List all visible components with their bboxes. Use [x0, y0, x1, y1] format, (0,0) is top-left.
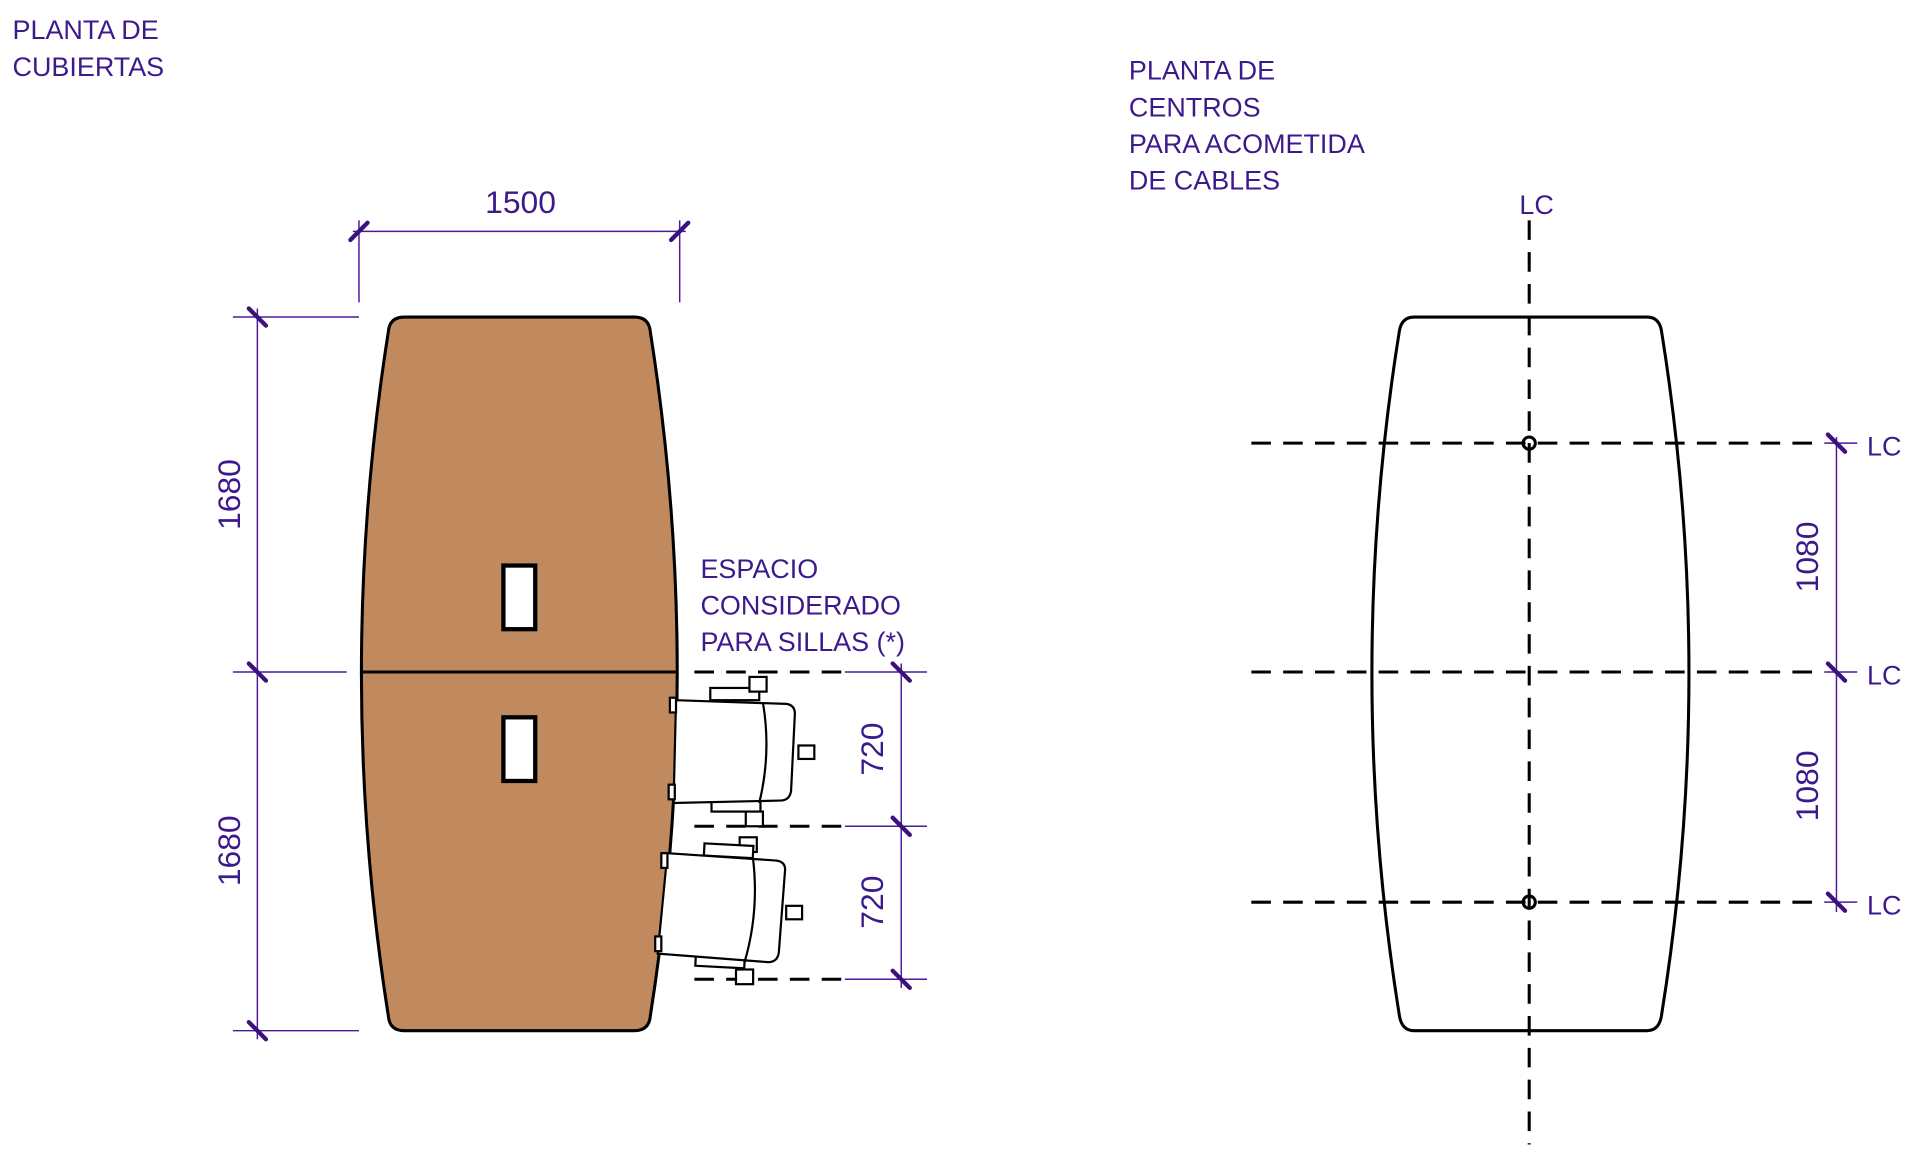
spacing-dimension: 1080 1080 [1789, 432, 1858, 913]
lower-length-dim-text: 1680 [211, 815, 247, 886]
right-title-line1: PLANTA DE [1129, 56, 1275, 86]
cable-center-mark-upper [1521, 435, 1537, 451]
width-dimension: 1500 [348, 184, 691, 303]
length-dimension: 1680 1680 [211, 306, 359, 1042]
centerline-label-middle: LC [1867, 660, 1901, 690]
centerlines [1251, 220, 1825, 1145]
chair-space-dim-1-text: 720 [854, 723, 890, 776]
chair-note-line1: ESPACIO [700, 554, 818, 584]
chair-space-dim-2-text: 720 [854, 876, 890, 929]
tabletop [359, 315, 679, 1033]
right-title-line4: DE CABLES [1129, 166, 1280, 196]
left-title-line2: CUBIERTAS [13, 52, 165, 82]
chair-space-dashes [694, 670, 845, 981]
centerline-label-lower: LC [1867, 890, 1901, 920]
chair-space-dimension: 720 720 [844, 661, 927, 990]
chair-note-line3: PARA SILLAS (*) [700, 627, 905, 657]
tabletop-surface [359, 315, 679, 1033]
spacing-dim-2-text: 1080 [1789, 750, 1825, 821]
cable-center-mark-lower [1521, 894, 1537, 910]
left-title-line1: PLANTA DE [13, 15, 159, 45]
centerline-label-vertical: LC [1519, 190, 1553, 220]
chair-note-line2: CONSIDERADO [700, 590, 900, 620]
centerline-label-upper: LC [1867, 431, 1901, 461]
chair-1 [667, 675, 816, 828]
right-title-line3: PARA ACOMETIDA [1129, 129, 1365, 159]
chair-2 [654, 836, 804, 986]
spacing-dim-1-text: 1080 [1789, 522, 1825, 593]
right-title-line2: CENTROS [1129, 92, 1261, 122]
cable-grommet-upper [501, 563, 538, 632]
upper-length-dim-text: 1680 [211, 459, 247, 530]
cable-grommet-lower [501, 715, 538, 784]
width-dim-text: 1500 [485, 184, 556, 220]
table-outline [1370, 315, 1691, 1033]
